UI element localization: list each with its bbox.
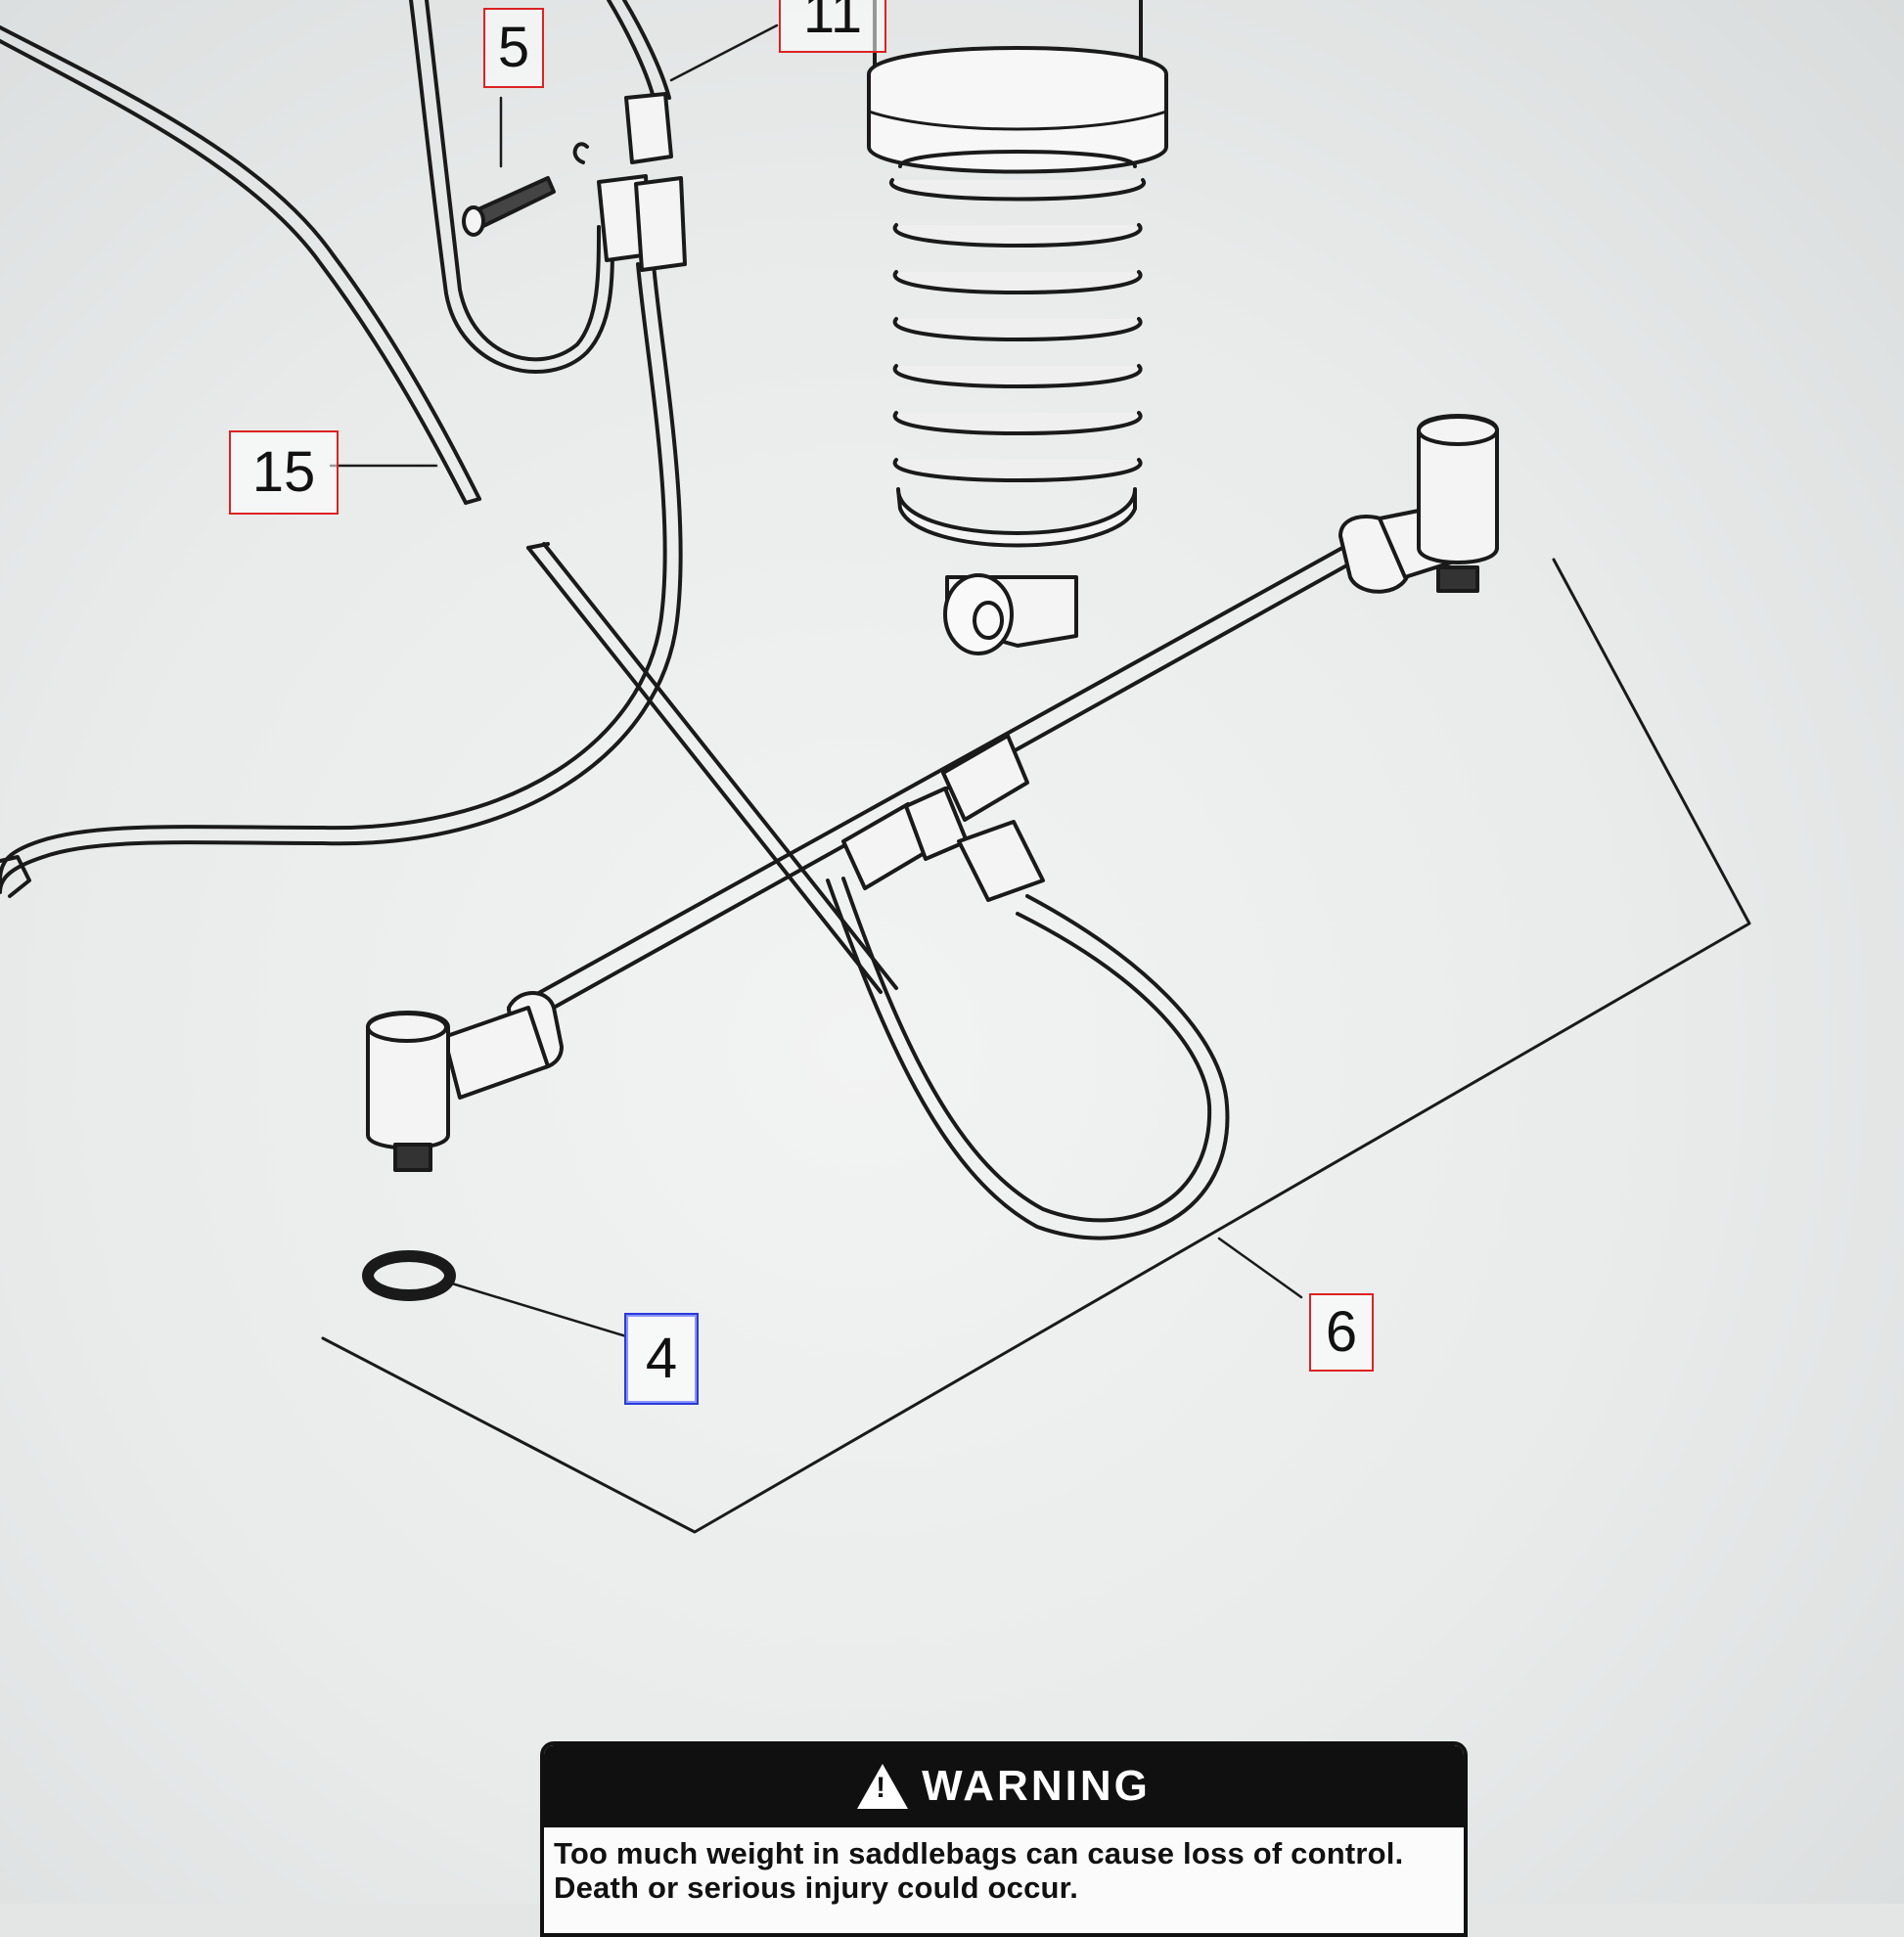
shock-absorber xyxy=(867,0,1168,655)
hose-15 xyxy=(0,25,898,994)
callout-15[interactable]: 15 xyxy=(229,430,339,515)
cross-hose xyxy=(507,536,1370,1029)
warning-label: ! WARNING Too much weight in saddlebags … xyxy=(540,1741,1468,1937)
callout-5[interactable]: 5 xyxy=(483,8,544,88)
o-ring-4 xyxy=(362,1250,456,1301)
tee-fitting xyxy=(841,734,1045,902)
callout-11[interactable]: 11 xyxy=(779,0,886,53)
u-loop-hose xyxy=(826,877,1230,1240)
warning-text: Too much weight in saddlebags can cause … xyxy=(544,1827,1464,1905)
floor-plane xyxy=(321,558,1751,1534)
warning-triangle-icon: ! xyxy=(857,1764,909,1809)
elbow-fitting-left xyxy=(366,991,564,1172)
warning-line-1: Too much weight in saddlebags can cause … xyxy=(554,1836,1404,1870)
screw-5 xyxy=(462,176,556,237)
valve-fitting xyxy=(572,92,687,272)
upper-loop-hose xyxy=(409,0,671,374)
hose-from-valve xyxy=(0,262,683,898)
warning-header: ! WARNING xyxy=(544,1745,1464,1827)
elbow-fitting-right xyxy=(1338,414,1499,594)
leader-lines xyxy=(329,23,1303,1338)
warning-title: WARNING xyxy=(922,1762,1151,1810)
warning-line-2: Death or serious injury could occur. xyxy=(554,1869,1079,1905)
callout-6[interactable]: 6 xyxy=(1309,1293,1374,1372)
callout-4-selected[interactable]: 4 xyxy=(624,1313,699,1405)
